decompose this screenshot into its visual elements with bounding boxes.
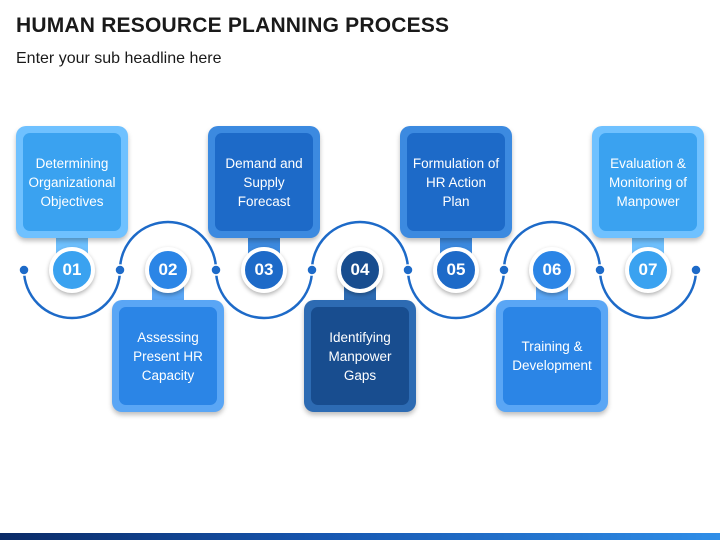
junction-dot xyxy=(210,264,222,276)
step-card-05: Formulation of HR Action Plan xyxy=(400,126,512,238)
junction-dot xyxy=(498,264,510,276)
junction-dot xyxy=(690,264,702,276)
step-card-04: Identifying Manpower Gaps xyxy=(304,300,416,412)
step-card-03: Demand and Supply Forecast xyxy=(208,126,320,238)
page-title: HUMAN RESOURCE PLANNING PROCESS xyxy=(16,14,450,37)
junction-dot xyxy=(306,264,318,276)
junction-dot xyxy=(402,264,414,276)
step-card-text: Determining Organizational Objectives xyxy=(23,133,121,231)
step-number-badge: 07 xyxy=(625,247,671,293)
step-card-text: Evaluation & Monitoring of Manpower xyxy=(599,133,697,231)
step-number-badge: 01 xyxy=(49,247,95,293)
step-number-badge: 03 xyxy=(241,247,287,293)
step-card-07: Evaluation & Monitoring of Manpower xyxy=(592,126,704,238)
step-card-02: Assessing Present HR Capacity xyxy=(112,300,224,412)
step-card-text: Demand and Supply Forecast xyxy=(215,133,313,231)
page-subtitle: Enter your sub headline here xyxy=(16,50,222,67)
step-card-01: Determining Organizational Objectives xyxy=(16,126,128,238)
step-card-06: Training & Development xyxy=(496,300,608,412)
step-card-text: Formulation of HR Action Plan xyxy=(407,133,505,231)
wave-line xyxy=(22,220,698,320)
step-number-badge: 02 xyxy=(145,247,191,293)
bottom-accent-bar xyxy=(0,533,720,540)
step-number-badge: 05 xyxy=(433,247,479,293)
junction-dot xyxy=(594,264,606,276)
junction-dot xyxy=(18,264,30,276)
step-number-badge: 06 xyxy=(529,247,575,293)
junction-dot xyxy=(114,264,126,276)
step-card-text: Assessing Present HR Capacity xyxy=(119,307,217,405)
step-number-badge: 04 xyxy=(337,247,383,293)
step-card-text: Identifying Manpower Gaps xyxy=(311,307,409,405)
step-card-text: Training & Development xyxy=(503,307,601,405)
